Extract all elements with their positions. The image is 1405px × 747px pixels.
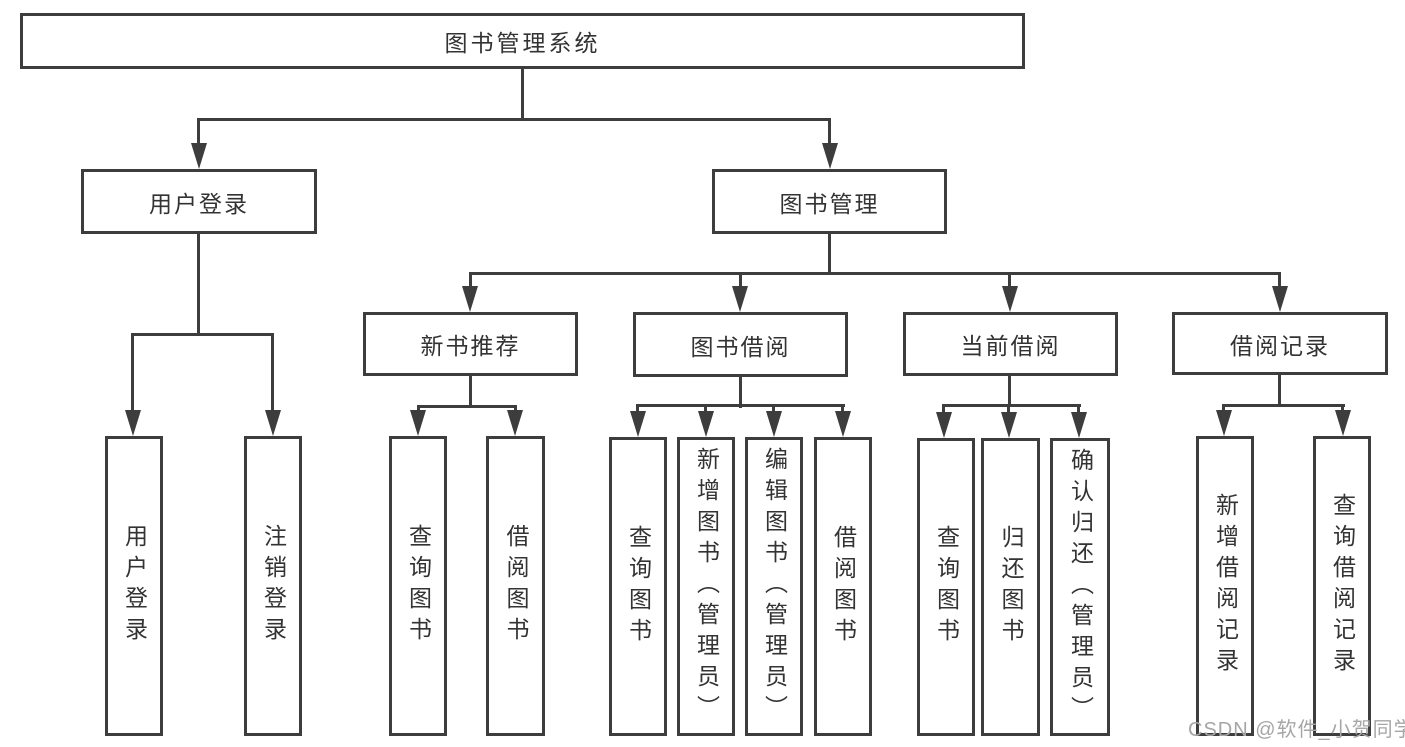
- leaf-bb-query-book-label: 查询图书: [625, 524, 652, 649]
- arrowhead-down-icon: [698, 411, 714, 437]
- leaf-bb-borrow-book-label: 借阅图书: [830, 524, 857, 649]
- node-root-label: 图书管理系统: [444, 30, 601, 56]
- leaf-nb-query-book-label: 查询图书: [405, 524, 432, 648]
- node-borrow-records: 借阅记录: [1172, 312, 1388, 375]
- node-root: 图书管理系统: [20, 13, 1025, 69]
- leaf-br-query-record-label: 查询借阅记录: [1329, 493, 1356, 679]
- arrowhead-down-icon: [410, 410, 426, 436]
- connector-line: [521, 69, 524, 120]
- node-user-login-label: 用户登录: [149, 190, 249, 217]
- arrowhead-down-icon: [835, 411, 851, 437]
- leaf-br-add-record: 新增借阅记录: [1196, 436, 1254, 736]
- arrowhead-down-icon: [125, 410, 141, 436]
- connector-line: [132, 333, 274, 336]
- node-borrow-records-label: 借阅记录: [1230, 332, 1330, 359]
- leaf-bb-query-book: 查询图书: [609, 437, 667, 736]
- arrowhead-down-icon: [936, 412, 952, 438]
- arrowhead-down-icon: [1216, 410, 1232, 436]
- connector-line: [637, 404, 845, 407]
- watermark: CSDN @软件_小贺同学: [1188, 719, 1405, 741]
- leaf-bb-edit-book-admin-label: 编辑图书（管理员）: [761, 447, 788, 726]
- connector-line: [828, 233, 831, 275]
- leaf-bb-add-book-admin: 新增图书（管理员）: [677, 437, 735, 736]
- arrowhead-down-icon: [766, 411, 782, 437]
- leaf-logout-login: 注销登录: [244, 436, 302, 736]
- connector-line: [469, 376, 472, 408]
- connector-line: [131, 333, 134, 423]
- arrowhead-down-icon: [265, 410, 281, 436]
- arrowhead-down-icon: [1335, 410, 1351, 436]
- arrowhead-down-icon: [507, 410, 523, 436]
- arrowhead-down-icon: [191, 143, 207, 169]
- connector-line: [417, 405, 517, 408]
- arrowhead-down-icon: [732, 286, 748, 312]
- connector-line: [943, 404, 1081, 407]
- leaf-br-query-record: 查询借阅记录: [1313, 436, 1371, 736]
- connector-line: [197, 118, 200, 158]
- leaf-logout-login-label: 注销登录: [260, 524, 287, 648]
- leaf-bb-edit-book-admin: 编辑图书（管理员）: [745, 437, 803, 736]
- leaf-cb-confirm-return-admin-label: 确认归还（管理员）: [1067, 447, 1094, 727]
- node-book-management: 图书管理: [712, 169, 947, 234]
- leaf-cb-confirm-return-admin: 确认归还（管理员）: [1050, 438, 1110, 736]
- connector-line: [1223, 404, 1345, 407]
- connector-line: [197, 233, 200, 336]
- connector-line: [1008, 376, 1011, 407]
- leaf-br-add-record-label: 新增借阅记录: [1212, 493, 1239, 679]
- node-book-borrow-label: 图书借阅: [690, 333, 791, 360]
- leaf-user-login: 用户登录: [105, 436, 163, 736]
- connector-line: [469, 272, 1281, 275]
- connector-line: [828, 118, 831, 158]
- connector-line: [271, 333, 274, 423]
- node-book-management-label: 图书管理: [779, 190, 880, 217]
- leaf-cb-return-book: 归还图书: [981, 438, 1040, 736]
- leaf-bb-add-book-admin-label: 新增图书（管理员）: [693, 447, 720, 726]
- leaf-nb-borrow-book: 借阅图书: [486, 436, 545, 736]
- leaf-nb-borrow-book-label: 借阅图书: [503, 524, 529, 648]
- arrowhead-down-icon: [630, 411, 646, 437]
- connector-line: [739, 377, 742, 408]
- arrowhead-down-icon: [1272, 286, 1288, 312]
- node-current-borrow: 当前借阅: [903, 312, 1118, 376]
- leaf-nb-query-book: 查询图书: [389, 436, 447, 736]
- node-new-book-recommend-label: 新书推荐: [420, 333, 521, 359]
- node-user-login: 用户登录: [81, 169, 317, 234]
- leaf-cb-query-book: 查询图书: [917, 438, 975, 736]
- node-current-borrow-label: 当前借阅: [960, 333, 1061, 359]
- node-new-book-recommend: 新书推荐: [363, 312, 578, 376]
- leaf-user-login-label: 用户登录: [121, 524, 148, 648]
- leaf-cb-query-book-label: 查询图书: [933, 525, 960, 649]
- arrowhead-down-icon: [822, 143, 838, 169]
- leaf-cb-return-book-label: 归还图书: [998, 525, 1024, 649]
- arrowhead-down-icon: [1071, 412, 1087, 438]
- node-book-borrow: 图书借阅: [633, 312, 848, 377]
- arrowhead-down-icon: [462, 286, 478, 312]
- arrowhead-down-icon: [1002, 286, 1018, 312]
- connector-line: [1278, 375, 1281, 407]
- leaf-bb-borrow-book: 借阅图书: [814, 437, 872, 736]
- arrowhead-down-icon: [1001, 412, 1017, 438]
- connector-line: [197, 118, 831, 121]
